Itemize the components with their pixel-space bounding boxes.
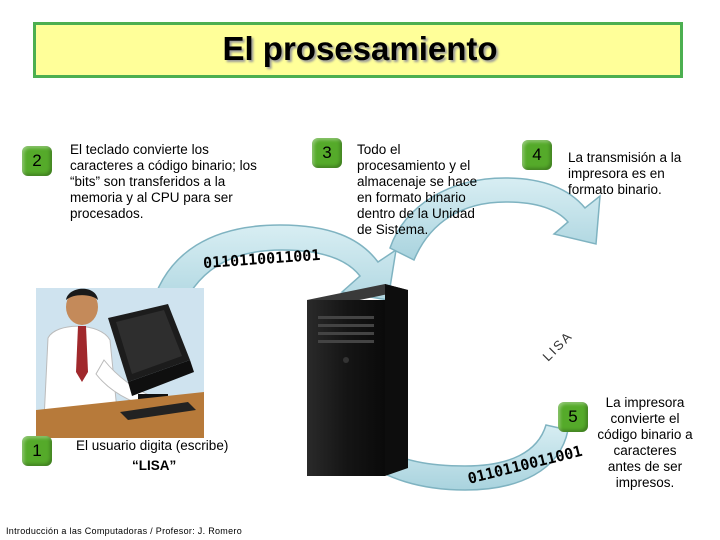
step-1-text: El usuario digita (escribe) “LISA”: [76, 438, 256, 474]
step-badge-1: 1: [22, 436, 52, 466]
step-4-text: La transmisión a la impresora es en form…: [568, 150, 682, 197]
step-5-text: La impresora convierte el código binario…: [597, 395, 693, 490]
title-banner: [33, 22, 683, 78]
printed-word: LISA: [540, 328, 576, 364]
step-badge-2: 2: [22, 146, 52, 176]
step-badge-4: 4: [522, 140, 552, 170]
step-2-text: El teclado convierte los caracteres a có…: [70, 142, 257, 221]
footer-credit: Introducción a las Computadoras / Profes…: [6, 526, 242, 536]
step-badge-5: 5: [558, 402, 588, 432]
arrow-to-printer: [389, 177, 601, 262]
user-at-computer-icon: [36, 288, 204, 438]
step-1-line: El usuario digita (escribe): [76, 438, 229, 453]
step-badge-3: 3: [312, 138, 342, 168]
page-title: El prosesamiento: [222, 30, 498, 67]
step-1-bold: “LISA”: [132, 458, 177, 473]
step-3-text: Todo el procesamiento y el almacenaje se…: [357, 142, 478, 237]
computer-tower-icon: [307, 284, 408, 476]
